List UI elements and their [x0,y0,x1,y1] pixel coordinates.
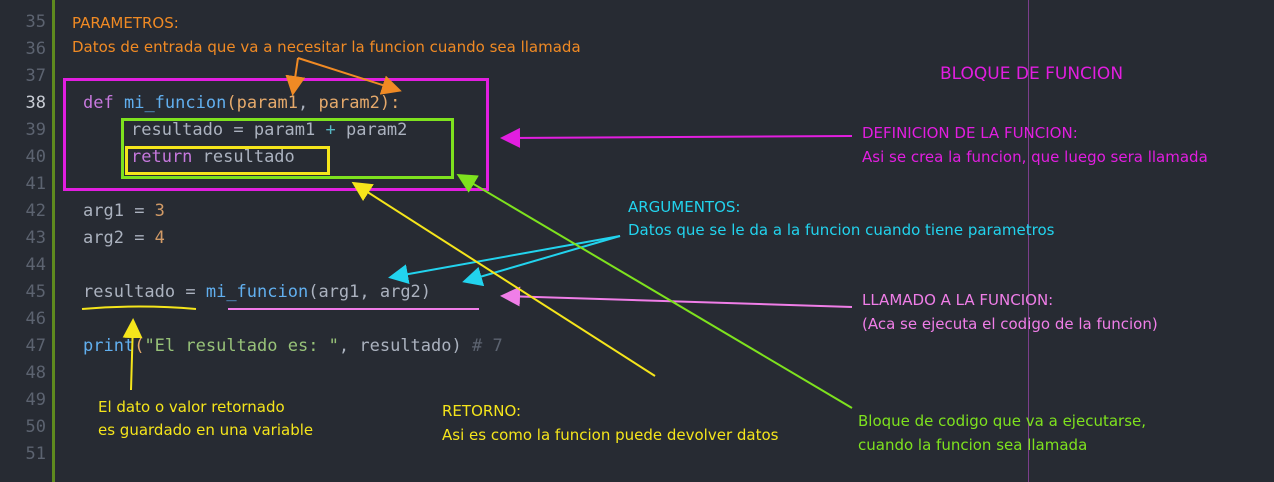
argumentos-desc: Datos que se le da a la funcion cuando t… [628,221,1055,239]
argumentos-title: ARGUMENTOS: [628,198,741,216]
parametros-title: PARAMETROS: [72,14,179,32]
arrow-retorno [351,181,656,377]
code-line-38[interactable]: def mi_funcion(param1, param2): [83,93,401,113]
dato-retornado-line2: es guardado en una variable [98,421,314,439]
code-line-42[interactable]: arg1 = 3 [83,201,165,221]
line-number: 45 [25,282,46,302]
line-number: 39 [25,120,46,140]
definicion-title: DEFINICION DE LA FUNCION: [862,124,1078,142]
line-number: 46 [25,309,46,329]
code-line-40[interactable]: return resultado [131,147,295,167]
line-number: 43 [25,228,46,248]
arrow-bloque-codigo [456,173,853,409]
dato-retornado-line1: El dato o valor retornado [98,398,285,416]
code-block-box [121,118,454,179]
arrow-llamado [500,286,853,308]
arrow-arg2 [462,235,621,287]
arrow-dato [122,318,143,391]
llamado-title: LLAMADO A LA FUNCION: [862,291,1054,309]
line-number: 48 [25,363,46,383]
line-number-gutter [0,0,54,482]
underline-resultado [81,305,197,310]
retorno-desc: Asi es como la funcion puede devolver da… [442,426,779,444]
line-number: 35 [25,12,46,32]
line-number: 42 [25,201,46,221]
llamado-desc: (Aca se ejecuta el codigo de la funcion) [862,315,1158,333]
line-number: 47 [25,336,46,356]
line-number: 38 [25,93,46,113]
return-box [125,146,330,175]
line-number: 44 [25,255,46,275]
line-number: 49 [25,390,46,410]
column-ruler [1028,0,1029,482]
code-line-43[interactable]: arg2 = 4 [83,228,165,248]
code-line-45[interactable]: resultado = mi_funcion(arg1, arg2) [83,282,432,302]
line-number: 41 [25,174,46,194]
definicion-desc: Asi se crea la funcion, que luego sera l… [862,148,1208,166]
retorno-title: RETORNO: [442,402,522,420]
bloque-funcion-label: BLOQUE DE FUNCION [940,64,1124,84]
arrow-param1 [285,57,306,96]
bloque-codigo-line1: Bloque de codigo que va a ejecutarse, [858,412,1147,430]
line-number: 36 [25,39,46,59]
code-line-39[interactable]: resultado = param1 + param2 [131,120,408,140]
parametros-desc: Datos de entrada que va a necesitar la f… [72,38,581,56]
code-line-47[interactable]: print("El resultado es: ", resultado) # … [83,336,503,356]
line-number: 50 [25,417,46,437]
bloque-codigo-line2: cuando la funcion sea llamada [858,436,1088,454]
line-number: 37 [25,66,46,86]
line-number: 51 [25,444,46,464]
arrow-param2 [297,57,402,95]
line-number: 40 [25,147,46,167]
arrow-arg1 [388,235,621,285]
function-block-box [63,78,489,191]
arrow-definicion [500,127,853,148]
git-change-indicator [52,0,55,482]
